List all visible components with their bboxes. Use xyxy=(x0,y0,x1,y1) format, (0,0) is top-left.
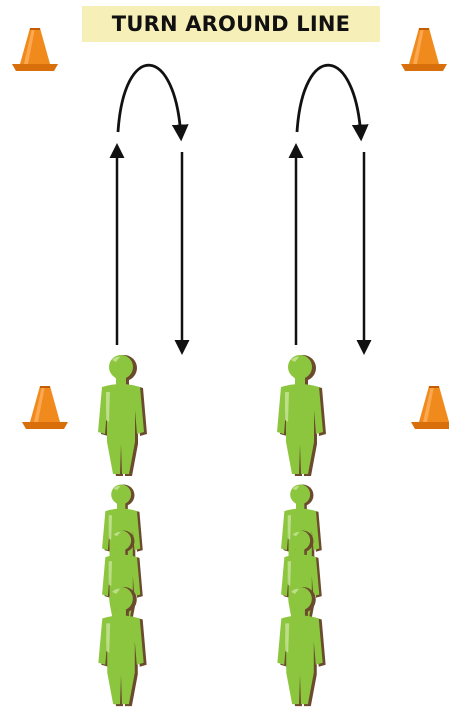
turn-arrow xyxy=(116,63,189,142)
player-figure xyxy=(98,586,147,707)
turn-arrow xyxy=(295,63,369,142)
right-lane-players xyxy=(277,355,326,707)
player-figure xyxy=(277,586,326,707)
cone-icon xyxy=(22,386,68,429)
left-lane-players xyxy=(98,355,147,707)
cone-icon xyxy=(401,28,447,71)
cone-icon xyxy=(12,28,58,71)
player-figure xyxy=(277,355,326,476)
turn-around-line-banner: TURN AROUND LINE xyxy=(82,6,380,42)
turn-around-line-label: TURN AROUND LINE xyxy=(111,12,351,36)
cone-icon xyxy=(411,386,449,429)
left-lane-route xyxy=(109,63,190,355)
right-lane-route xyxy=(288,63,372,355)
player-figure xyxy=(98,355,147,476)
